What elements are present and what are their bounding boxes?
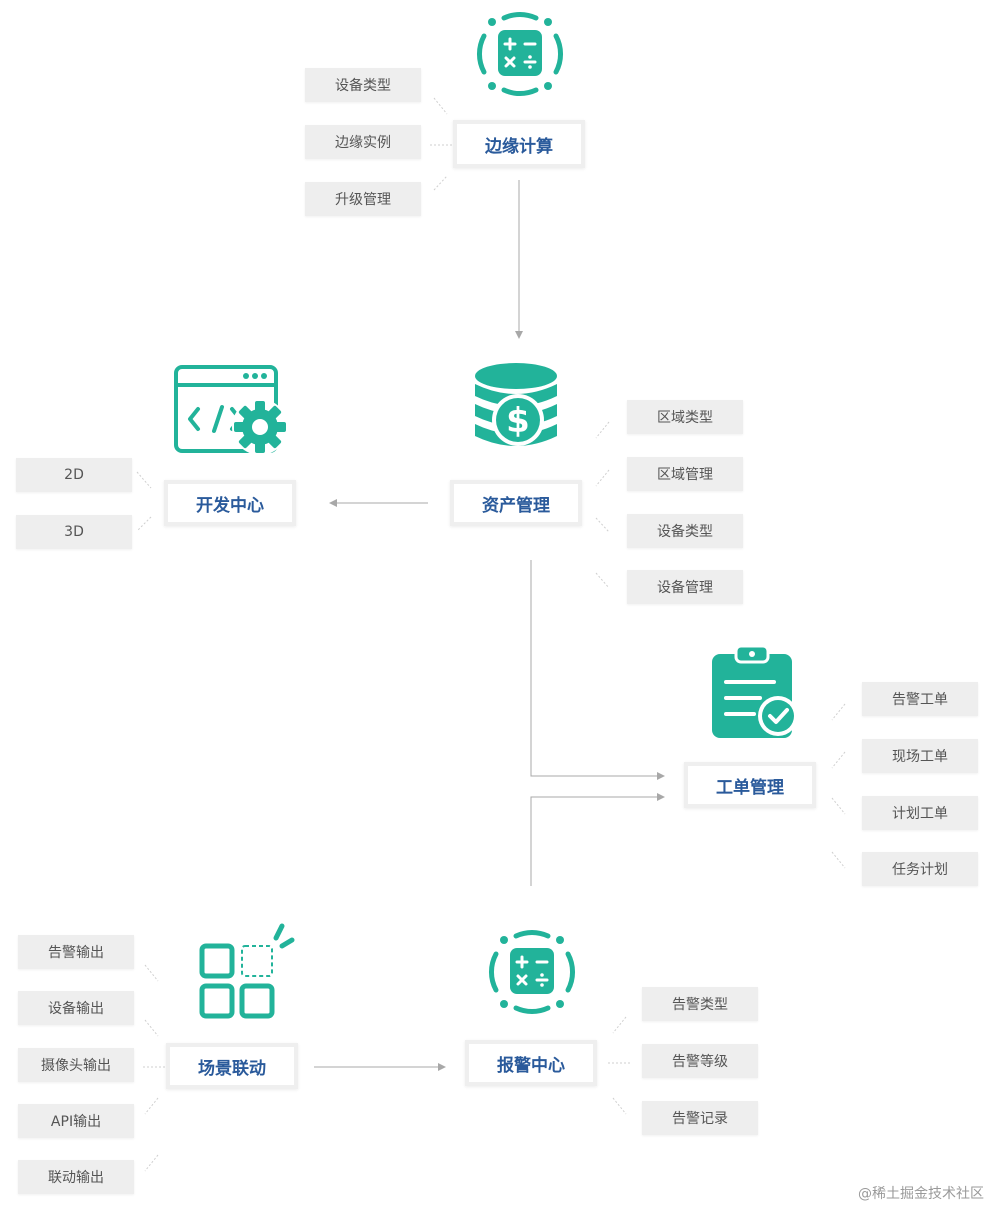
node-label: 场景联动	[198, 1058, 266, 1079]
node-label: 开发中心	[196, 495, 264, 516]
code-settings-icon	[174, 365, 288, 455]
alarm-tag[interactable]: 告警等级	[642, 1044, 758, 1078]
asset-tag[interactable]: 设备管理	[627, 570, 743, 604]
scene-tag[interactable]: 设备输出	[18, 991, 134, 1025]
edge-tag[interactable]: 边缘实例	[305, 125, 421, 159]
node-asset-management[interactable]: 资产管理	[450, 480, 582, 526]
work-order-tag[interactable]: 告警工单	[862, 682, 978, 716]
scene-tag[interactable]: 告警输出	[18, 935, 134, 969]
dev-tag[interactable]: 3D	[16, 515, 132, 549]
work-order-tag[interactable]: 任务计划	[862, 852, 978, 886]
alarm-tag[interactable]: 告警记录	[642, 1101, 758, 1135]
svg-text:$: $	[506, 401, 530, 441]
node-dev-center[interactable]: 开发中心	[164, 480, 296, 526]
clipboard-check-icon	[712, 644, 798, 738]
node-label: 边缘计算	[485, 136, 553, 157]
node-label: 工单管理	[716, 777, 784, 798]
dev-tag[interactable]: 2D	[16, 458, 132, 492]
arrow-alarm-to-workorder	[530, 793, 665, 886]
scene-tag[interactable]: API输出	[18, 1104, 134, 1138]
grid-apps-icon	[199, 923, 295, 1019]
node-scene-linkage[interactable]: 场景联动	[166, 1043, 298, 1089]
scene-tag[interactable]: 摄像头输出	[18, 1048, 134, 1082]
database-dollar-icon: $	[475, 363, 557, 446]
asset-tag[interactable]: 区域管理	[627, 457, 743, 491]
edge-tag[interactable]: 设备类型	[305, 68, 421, 102]
node-edge-compute[interactable]: 边缘计算	[453, 120, 585, 168]
work-order-tag[interactable]: 现场工单	[862, 739, 978, 773]
alarm-tag[interactable]: 告警类型	[642, 987, 758, 1021]
work-order-tag[interactable]: 计划工单	[862, 796, 978, 830]
alarm-calculator-icon	[488, 930, 576, 1014]
arrow-asset-to-workorder	[530, 560, 665, 780]
asset-tag[interactable]: 设备类型	[627, 514, 743, 548]
watermark: @稀土掘金技术社区	[858, 1186, 984, 1202]
node-label: 资产管理	[482, 495, 550, 516]
calculator-icon	[476, 12, 564, 96]
scene-tag[interactable]: 联动输出	[18, 1160, 134, 1194]
node-label: 报警中心	[497, 1055, 565, 1076]
edge-tag[interactable]: 升级管理	[305, 182, 421, 216]
node-alarm-center[interactable]: 报警中心	[465, 1040, 597, 1086]
asset-tag[interactable]: 区域类型	[627, 400, 743, 434]
node-work-order-management[interactable]: 工单管理	[684, 762, 816, 808]
